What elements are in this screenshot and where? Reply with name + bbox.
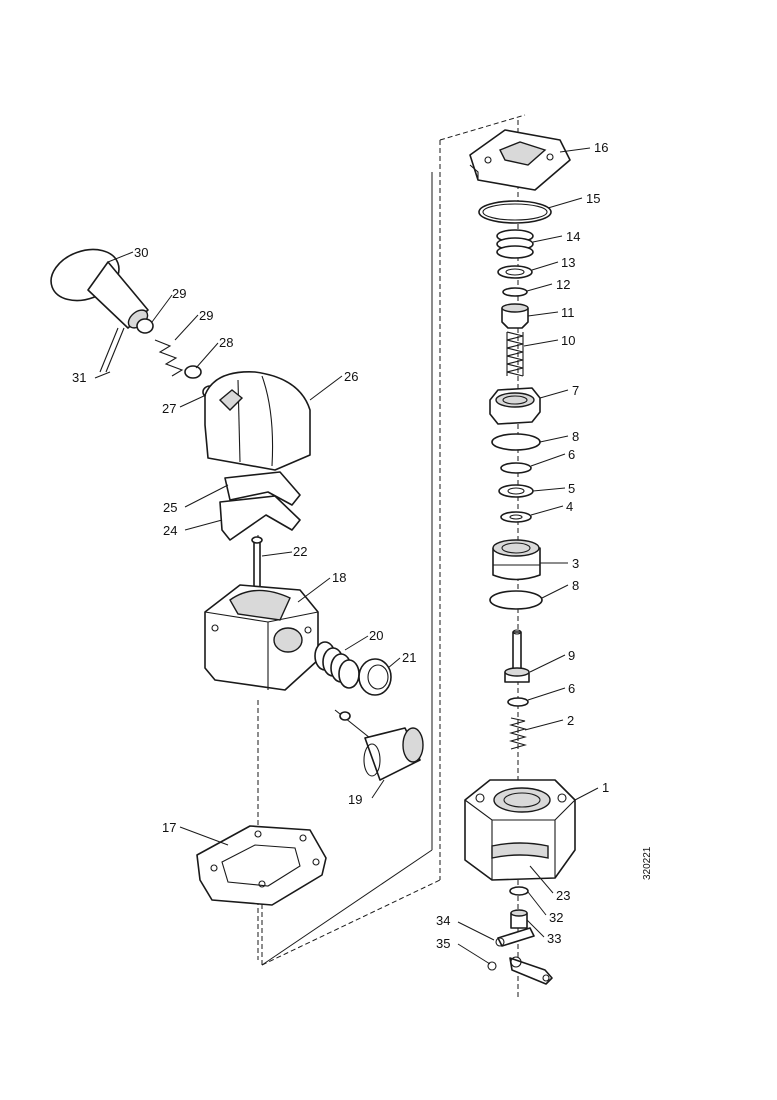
label-26: 26 [344,369,358,384]
part-18-body [204,584,319,691]
part-24-cam [219,495,301,541]
part-19-plunger [334,709,424,781]
label-21: 21 [402,650,416,665]
label-30: 30 [134,245,148,260]
label-11: 11 [561,305,575,320]
label-17: 17 [162,820,176,835]
label-5: 5 [568,481,575,496]
label-8-lower: 8 [572,578,579,593]
label-6-upper: 6 [568,447,575,462]
label-15: 15 [586,191,600,206]
label-35: 35 [436,936,450,951]
label-29-spring: 29 [199,308,213,323]
label-20: 20 [369,628,383,643]
label-24: 24 [163,523,177,538]
label-34: 34 [436,913,450,928]
label-4: 4 [566,499,573,514]
label-28: 28 [219,335,233,350]
part-34-lever [495,927,535,947]
label-9: 9 [568,648,575,663]
label-10: 10 [561,333,575,348]
label-22: 22 [293,544,307,559]
part-31-pins [99,327,125,373]
part-6-ring-lower [507,697,529,707]
part-labels: 16 15 14 13 12 11 10 7 8 6 5 4 3 8 9 6 2… [72,140,653,951]
label-25: 25 [163,500,177,515]
part-2-spring [508,717,528,750]
part-21-cap [358,658,392,696]
label-2: 2 [567,713,574,728]
label-7: 7 [572,383,579,398]
part-8-o-ring-upper [491,433,541,451]
label-8-upper: 8 [572,429,579,444]
part-20-spring [314,641,360,689]
label-29-nut: 29 [172,286,186,301]
part-7-threaded-nut [489,387,541,425]
part-4-disc [500,511,532,523]
part-25-cam [224,471,301,506]
part-26-cover [204,371,311,471]
part-29-spring [154,339,184,377]
part-29-nut [136,318,154,334]
label-19: 19 [348,792,362,807]
label-6-lower: 6 [568,681,575,696]
part-14-spring [496,229,534,259]
part-15-o-ring [478,200,552,224]
part-1-housing [464,779,576,881]
part-22-pin [251,536,263,589]
part-13-washer [497,265,533,279]
label-16: 16 [594,140,608,155]
part-5-washer [498,484,534,498]
part-28-washer [184,365,202,379]
label-23: 23 [556,888,570,903]
label-3: 3 [572,556,579,571]
part-9-piston [504,629,530,683]
part-8-o-ring-lower [489,590,543,610]
part-17-gasket [196,825,327,906]
label-27: 27 [162,401,176,416]
part-35-link [487,956,553,985]
drawing-number: 320221 [642,846,653,880]
label-32: 32 [549,910,563,925]
part-32-ring [509,886,529,896]
label-13: 13 [561,255,575,270]
label-33: 33 [547,931,561,946]
part-12-ring [502,287,528,297]
label-12: 12 [556,277,570,292]
part-3-cylinder-insert [492,539,541,581]
part-16-top-cover [469,129,571,191]
leader-lines [94,147,599,965]
part-10-spring [506,331,524,377]
label-14: 14 [566,229,580,244]
label-18: 18 [332,570,346,585]
label-31: 31 [72,370,86,385]
part-11-valve-piece [501,303,529,329]
label-1: 1 [602,780,609,795]
part-33-fitting [510,909,528,929]
part-30-lever-handle [50,248,149,329]
part-6-ring-upper [500,462,532,474]
